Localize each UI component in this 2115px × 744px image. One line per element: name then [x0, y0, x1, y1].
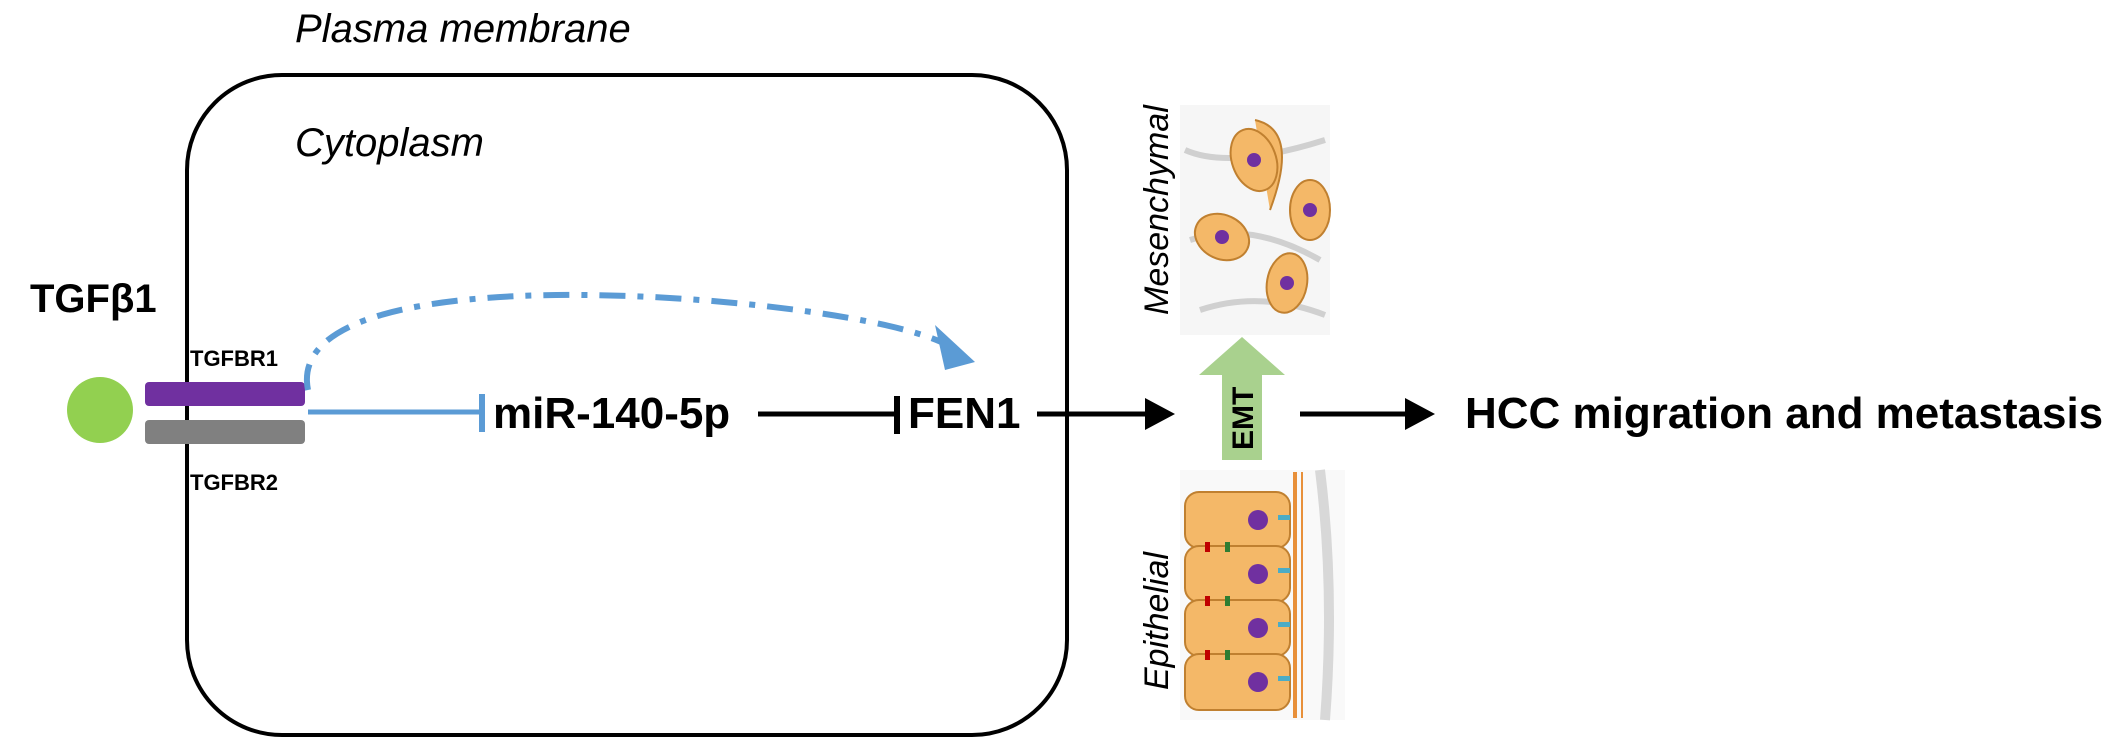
dashed-arrow-head — [935, 325, 975, 370]
receptor1-bar — [145, 382, 305, 406]
mesenchymal-label: Mesenchymal — [1138, 104, 1176, 315]
receptor1-label: TGFBR1 — [190, 346, 278, 371]
ligand-label: TGFβ1 — [30, 277, 157, 321]
fen1-label: FEN1 — [908, 389, 1020, 438]
arrow-fen1-to-emt-head — [1145, 398, 1175, 430]
mirna-label: miR-140-5p — [493, 389, 730, 438]
mesenchymal-cells-illustration — [1180, 105, 1331, 335]
emt-arrow — [1199, 337, 1285, 460]
outcome-label: HCC migration and metastasis — [1465, 389, 2103, 438]
receptor2-label: TGFBR2 — [190, 470, 278, 495]
cytoplasm-label: Cytoplasm — [295, 121, 484, 165]
arrow-emt-to-outcome-head — [1405, 398, 1435, 430]
receptor2-bar — [145, 420, 305, 444]
epithelial-cells-illustration — [1180, 469, 1345, 721]
dashed-activation-arrow — [303, 291, 957, 391]
plasma-membrane-label: Plasma membrane — [295, 7, 631, 51]
ligand-circle — [67, 377, 133, 443]
emt-label: EMT — [1227, 387, 1260, 450]
epithelial-label: Epithelial — [1138, 551, 1176, 690]
